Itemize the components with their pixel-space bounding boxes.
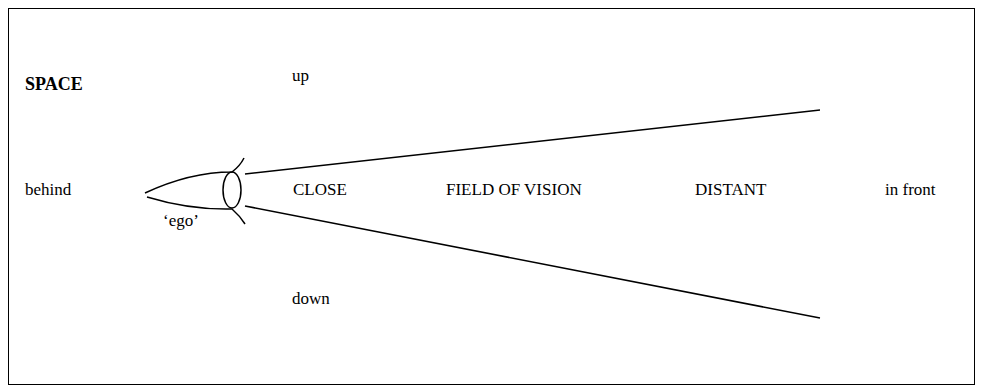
direction-label: down — [292, 289, 330, 309]
distance-label: CLOSE — [293, 180, 347, 200]
distance-label: DISTANT — [695, 180, 766, 200]
eye — [223, 172, 241, 208]
region-label: FIELD OF VISION — [446, 180, 582, 200]
ego-label: ‘ego’ — [163, 211, 199, 231]
direction-label: behind — [25, 180, 71, 200]
frame — [9, 9, 975, 385]
diagram-title: SPACE — [25, 73, 83, 95]
direction-label: in front — [885, 180, 936, 200]
direction-label: up — [292, 66, 309, 86]
eyelid-upper — [145, 158, 244, 193]
vision-line-lower — [245, 206, 820, 318]
vision-line-upper — [245, 110, 820, 174]
